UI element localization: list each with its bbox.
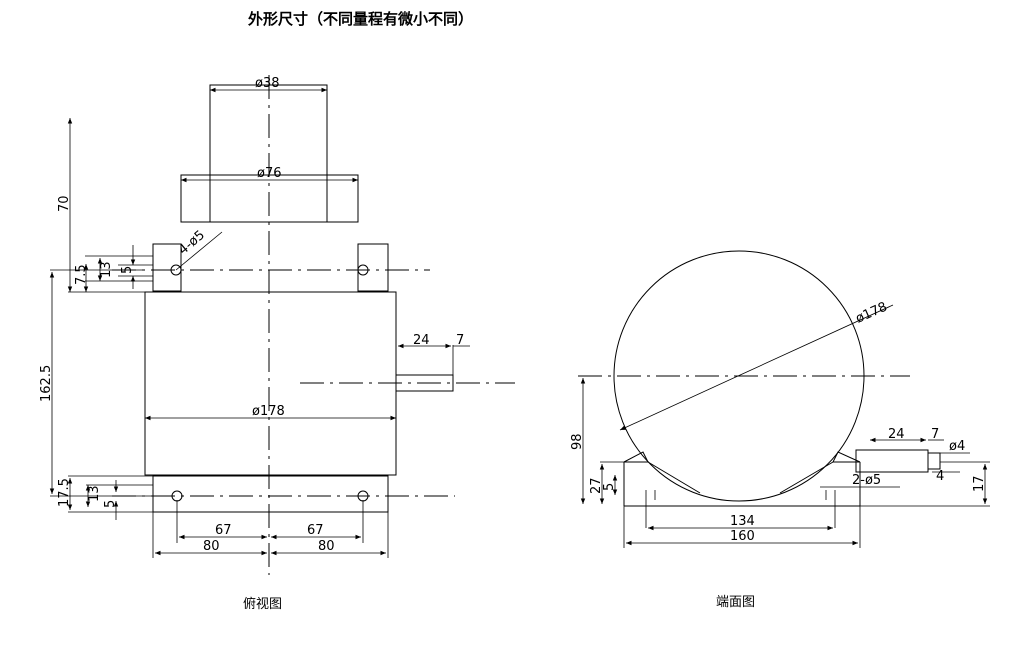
dim-80-right: 80 bbox=[318, 539, 335, 554]
end-dim-4: 4 bbox=[936, 469, 944, 484]
dim-80-left: 80 bbox=[203, 539, 220, 554]
end-dim-24: 24 bbox=[888, 427, 905, 442]
end-dim-134: 134 bbox=[730, 514, 755, 529]
end-dim-98: 98 bbox=[570, 433, 585, 450]
end-dim-27: 27 bbox=[589, 477, 604, 494]
dim-flange-dia: ø76 bbox=[257, 166, 282, 181]
dim-conn-24: 24 bbox=[413, 333, 430, 348]
dim-body-length: 162.5 bbox=[39, 365, 54, 402]
dim-67-left: 67 bbox=[215, 523, 232, 538]
dim-body-dia: ø178 bbox=[252, 404, 285, 419]
dim-holes-label: 4-ø5 bbox=[176, 228, 208, 258]
dim-height-70: 70 bbox=[57, 195, 72, 212]
dim-7-5-top: 7.5 bbox=[74, 264, 89, 285]
top-view-caption: 俯视图 bbox=[243, 596, 282, 612]
top-view: ø38 ø76 4-ø5 70 13 7.5 5 162.5 ø178 bbox=[39, 75, 515, 612]
end-dim-160: 160 bbox=[730, 529, 755, 544]
end-dim-dia: ø178 bbox=[854, 300, 890, 327]
dim-13-bottom: 13 bbox=[87, 485, 102, 502]
dim-conn-7: 7 bbox=[456, 333, 464, 348]
end-dim-17: 17 bbox=[972, 475, 987, 492]
end-dim-5: 5 bbox=[602, 483, 617, 491]
dim-5-bottom: 5 bbox=[103, 500, 118, 508]
end-dim-dia4: ø4 bbox=[949, 439, 965, 454]
end-dim-7: 7 bbox=[931, 427, 939, 442]
end-dim-holes: 2-ø5 bbox=[852, 473, 881, 488]
dim-shaft-dia: ø38 bbox=[255, 76, 280, 91]
drawing-title: 外形尺寸（不同量程有微小不同） bbox=[247, 10, 473, 28]
dim-67-right: 67 bbox=[307, 523, 324, 538]
end-view-caption: 端面图 bbox=[716, 595, 755, 610]
dim-17-5-bottom: 17.5 bbox=[57, 478, 72, 507]
end-view: ø178 98 27 5 134 160 2-ø5 24 7 bbox=[570, 250, 990, 610]
